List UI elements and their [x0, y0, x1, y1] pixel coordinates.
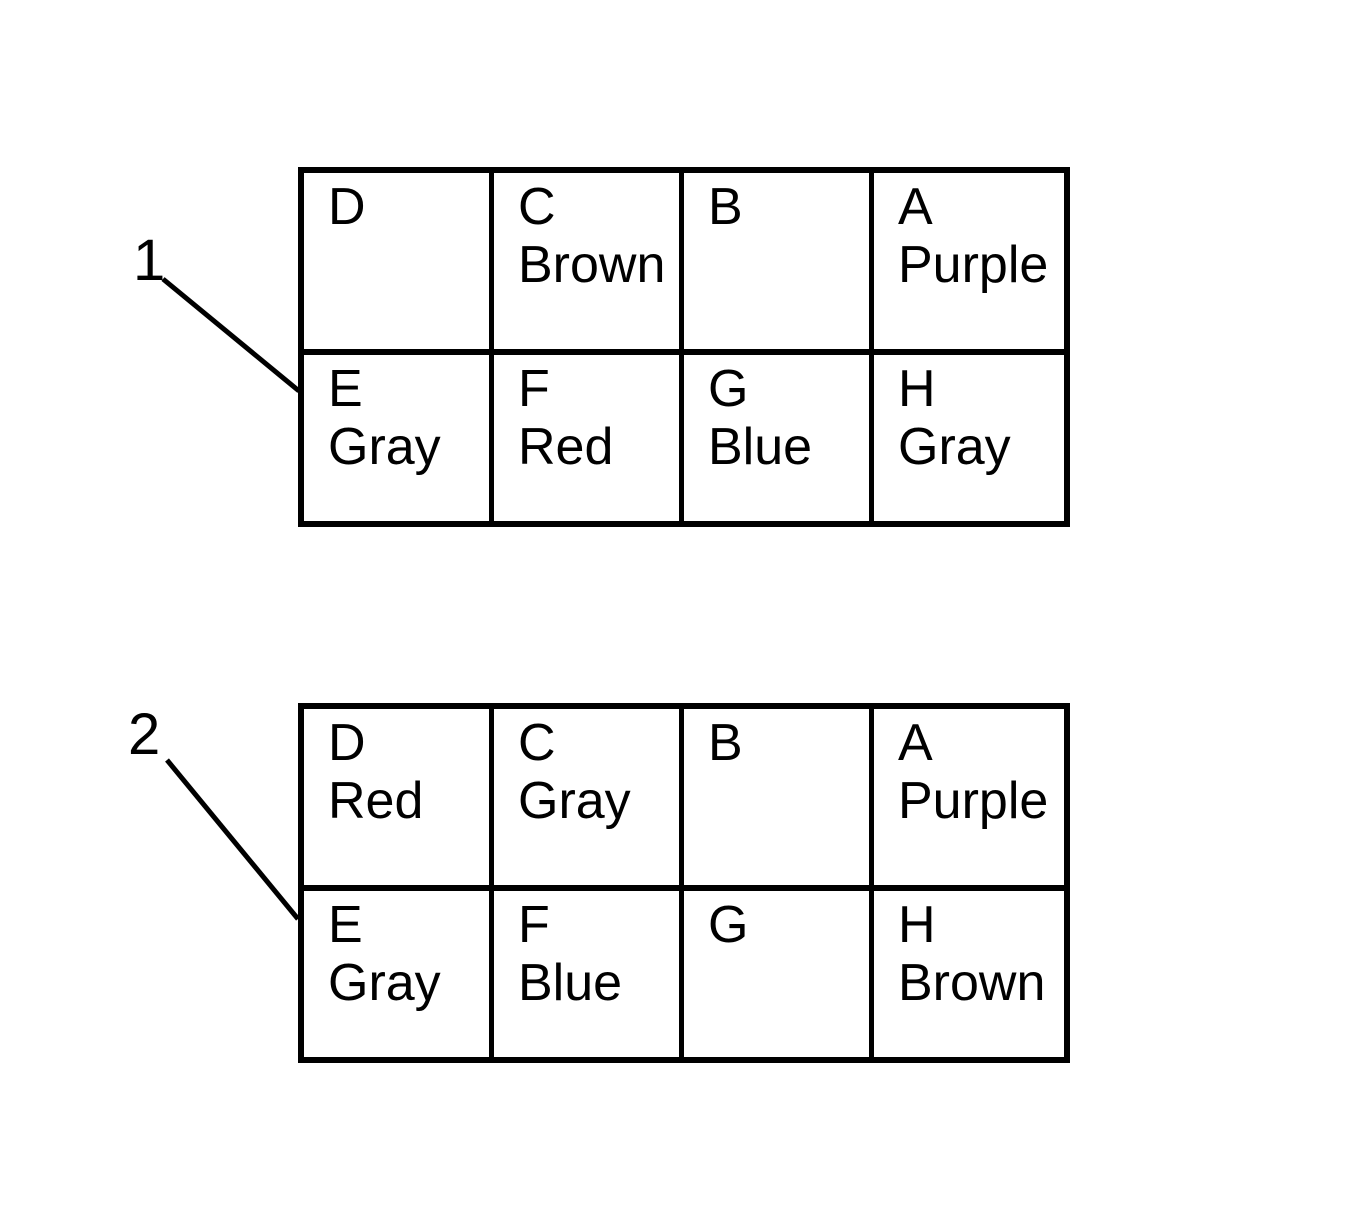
cell-letter: C — [518, 178, 556, 236]
cell-letter: B — [708, 714, 743, 772]
leader-line-table-2 — [165, 758, 300, 921]
cell-color: Brown — [518, 236, 666, 294]
table-1-cell-g: G Blue — [684, 355, 874, 521]
cell-letter: E — [328, 896, 363, 954]
cell-color: Gray — [328, 954, 441, 1012]
leader-line-table-1 — [161, 277, 301, 393]
table-1-cell-e: E Gray — [304, 355, 494, 521]
cell-letter: A — [898, 714, 933, 772]
cell-color: Gray — [898, 418, 1011, 476]
cell-letter: G — [708, 896, 749, 954]
table-1: D C Brown B A Purple E Gray F Red G Blue… — [298, 167, 1070, 527]
cell-letter: C — [518, 714, 556, 772]
table-1-cell-h: H Gray — [874, 355, 1064, 521]
cell-letter: G — [708, 360, 749, 418]
table-2: D Red C Gray B A Purple E Gray F Blue G … — [298, 703, 1070, 1063]
table-1-reference-number: 1 — [133, 228, 166, 293]
cell-letter: H — [898, 896, 936, 954]
cell-letter: E — [328, 360, 363, 418]
table-2-cell-b: B — [684, 709, 874, 891]
cell-letter: D — [328, 178, 366, 236]
cell-color: Brown — [898, 954, 1046, 1012]
cell-color: Purple — [898, 236, 1049, 294]
cell-color: Red — [518, 418, 614, 476]
cell-color: Blue — [518, 954, 623, 1012]
cell-color: Gray — [328, 418, 441, 476]
cell-letter: H — [898, 360, 936, 418]
table-2-cell-h: H Brown — [874, 891, 1064, 1057]
cell-color: Purple — [898, 772, 1049, 830]
table-1-cell-b: B — [684, 173, 874, 355]
table-2-cell-g: G — [684, 891, 874, 1057]
table-1-cell-d: D — [304, 173, 494, 355]
table-2-reference-number: 2 — [128, 702, 161, 767]
cell-letter: F — [518, 896, 550, 954]
table-1-cell-a: A Purple — [874, 173, 1064, 355]
table-2-cell-a: A Purple — [874, 709, 1064, 891]
table-1-cell-c: C Brown — [494, 173, 684, 355]
table-1-cell-f: F Red — [494, 355, 684, 521]
table-2-cell-e: E Gray — [304, 891, 494, 1057]
cell-color: Blue — [708, 418, 813, 476]
cell-letter: F — [518, 360, 550, 418]
table-2-cell-d: D Red — [304, 709, 494, 891]
cell-color: Red — [328, 772, 424, 830]
cell-letter: A — [898, 178, 933, 236]
table-2-cell-f: F Blue — [494, 891, 684, 1057]
cell-letter: D — [328, 714, 366, 772]
table-2-cell-c: C Gray — [494, 709, 684, 891]
cell-letter: B — [708, 178, 743, 236]
cell-color: Gray — [518, 772, 631, 830]
